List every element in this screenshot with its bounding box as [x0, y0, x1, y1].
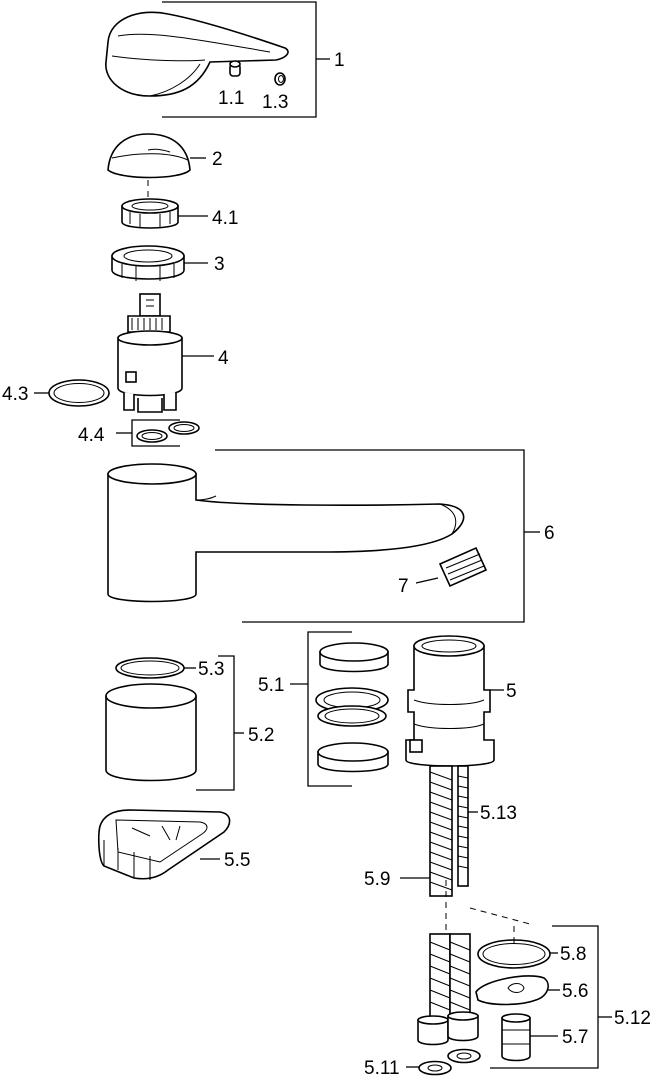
- cover-cap-part: [107, 133, 191, 179]
- faucet-body-6-part: [107, 463, 465, 603]
- label-5-13: 5.13: [480, 803, 517, 824]
- mounting-plate-5-5-part: [98, 809, 231, 880]
- washers-5-11-part: [418, 1048, 481, 1076]
- bracket-6: [215, 449, 525, 623]
- ring-5-3-part: [115, 657, 185, 679]
- adapter-4-1-part: [121, 198, 179, 229]
- cap-1-3-part: [274, 72, 286, 86]
- label-5-3: 5.3: [198, 659, 224, 680]
- label-5-7: 5.7: [562, 1027, 588, 1048]
- label-7: 7: [398, 576, 409, 597]
- label-6: 6: [544, 523, 555, 544]
- label-4: 4: [218, 348, 229, 369]
- bracket-5-1: [307, 631, 352, 787]
- sleeve-5-2-part: [105, 683, 197, 782]
- cartridge-4-part: [117, 293, 183, 413]
- seals-4-4-part: [136, 421, 200, 443]
- label-1: 1: [334, 50, 345, 71]
- label-5-2: 5.2: [248, 725, 274, 746]
- label-5-5: 5.5: [224, 850, 250, 871]
- threaded-body-5-part: [405, 635, 495, 767]
- label-2: 2: [212, 149, 223, 170]
- supply-hoses-5-9-part: [417, 765, 479, 1046]
- label-3: 3: [214, 254, 225, 275]
- threaded-rod-5-13-part: [457, 765, 469, 887]
- screw-1-1-part: [229, 60, 241, 77]
- label-5-11: 5.11: [364, 1058, 400, 1079]
- label-5: 5: [506, 681, 517, 702]
- label-1-1: 1.1: [218, 88, 244, 109]
- lever-handle-part: [105, 11, 289, 97]
- bracket-5-12: [490, 925, 599, 1069]
- label-5-1: 5.1: [258, 675, 284, 696]
- o-ring-4-3-part: [48, 379, 110, 407]
- ring-set-5-1-part: [315, 642, 389, 773]
- label-5-12: 5.12: [614, 1008, 651, 1029]
- label-5-8: 5.8: [560, 944, 586, 965]
- nut-ring-3-part: [111, 245, 185, 281]
- bracket-5-2: [196, 655, 235, 791]
- label-4-3: 4.3: [2, 384, 28, 405]
- label-4-1: 4.1: [212, 208, 238, 229]
- label-5-9: 5.9: [364, 869, 390, 890]
- label-1-3: 1.3: [262, 92, 288, 113]
- clip-5-6-part: [475, 975, 549, 1006]
- label-5-6: 5.6: [562, 981, 588, 1002]
- fitting-5-7-part: [501, 1013, 531, 1062]
- ring-5-8-part: [477, 939, 551, 969]
- aerator-7-part: [438, 546, 488, 588]
- label-4-4: 4.4: [78, 425, 105, 446]
